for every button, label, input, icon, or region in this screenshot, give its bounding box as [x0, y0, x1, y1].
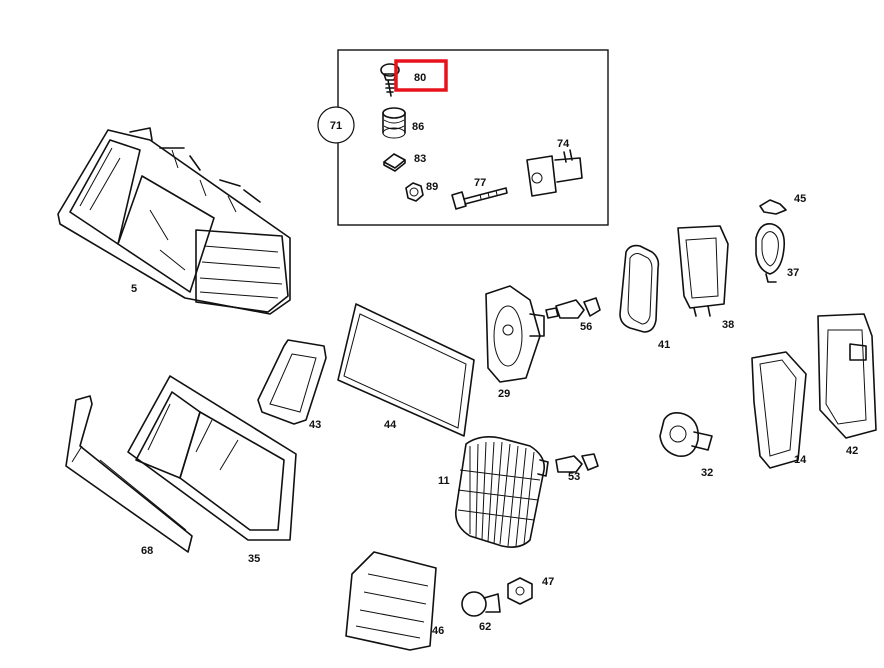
label-32: 32: [701, 467, 713, 479]
part-41-seal[interactable]: [619, 244, 660, 333]
label-80: 80: [414, 72, 426, 84]
part-45-gasket[interactable]: [759, 199, 787, 215]
part-14-shield[interactable]: [751, 351, 807, 469]
part-62-bulb[interactable]: [461, 591, 501, 617]
callout-71-label: 71: [330, 120, 342, 132]
label-77: 77: [474, 177, 486, 189]
label-44: 44: [384, 419, 397, 431]
part-11-lamp[interactable]: [454, 436, 549, 548]
label-45: 45: [794, 193, 806, 205]
label-86: 86: [412, 121, 424, 133]
part-29-reflector[interactable]: [485, 285, 545, 383]
part-56-bulb[interactable]: [545, 297, 601, 319]
callout-circle: 71: [317, 106, 355, 144]
part-42-cover[interactable]: [817, 313, 877, 439]
part-53-bulb[interactable]: [555, 453, 599, 473]
label-11: 11: [438, 475, 450, 487]
label-68: 68: [141, 545, 153, 557]
part-68-strip[interactable]: [65, 395, 193, 553]
part-38-bracket[interactable]: [677, 225, 729, 317]
part-37-seal[interactable]: [755, 222, 786, 283]
part-89-nut[interactable]: [405, 182, 424, 202]
part-43-lens[interactable]: [257, 339, 327, 425]
label-46: 46: [432, 625, 444, 637]
label-35: 35: [248, 553, 260, 565]
part-46-lens[interactable]: [345, 551, 437, 651]
label-62: 62: [479, 621, 491, 633]
label-37: 37: [787, 267, 799, 279]
label-56: 56: [580, 321, 592, 333]
label-29: 29: [498, 388, 510, 400]
part-35-frame[interactable]: [127, 375, 297, 541]
highlight-box-80: [394, 59, 448, 92]
label-41: 41: [658, 339, 670, 351]
label-5: 5: [131, 283, 137, 295]
part-83-nut[interactable]: [383, 153, 406, 172]
label-74: 74: [557, 138, 570, 150]
part-74-adjuster[interactable]: [526, 149, 583, 197]
label-38: 38: [722, 319, 734, 331]
part-5-housing[interactable]: [57, 127, 291, 315]
label-47: 47: [542, 576, 554, 588]
label-43: 43: [309, 419, 321, 431]
part-86-clip[interactable]: [382, 107, 406, 139]
label-14: 14: [794, 454, 807, 466]
part-47-socket[interactable]: [507, 577, 533, 605]
part-44-glass[interactable]: [337, 303, 475, 437]
part-77-bolt[interactable]: [451, 187, 508, 210]
label-42: 42: [846, 445, 858, 457]
part-32-socket[interactable]: [659, 412, 713, 457]
label-89: 89: [426, 181, 438, 193]
label-83: 83: [414, 153, 426, 165]
label-53: 53: [568, 471, 580, 483]
